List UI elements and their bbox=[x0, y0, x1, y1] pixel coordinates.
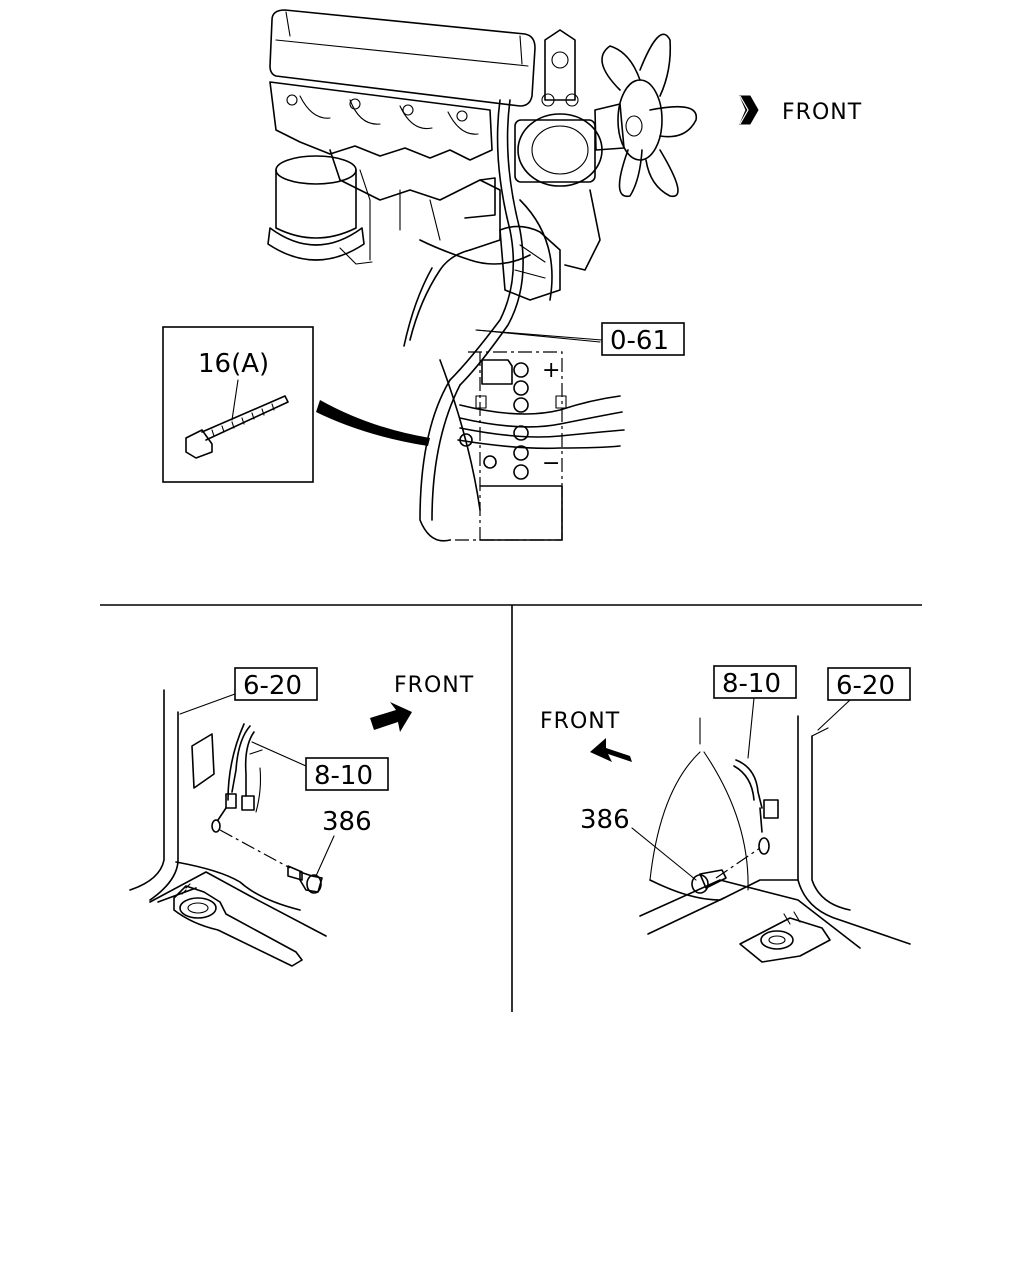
engine-assembly bbox=[267, 9, 697, 301]
front-label-top: FRONT bbox=[782, 100, 862, 125]
callout-8-10-left: 8-10 bbox=[314, 761, 373, 791]
battery-negative-label: − bbox=[542, 451, 561, 476]
front-direction-arrow-top: FRONT bbox=[739, 95, 862, 125]
cooling-fan bbox=[594, 33, 697, 198]
bolt-386-right bbox=[691, 869, 727, 894]
front-label-left: FRONT bbox=[394, 673, 474, 698]
inset-cable-tie: 16(A) bbox=[162, 326, 430, 483]
callout-8-10-right: 8-10 bbox=[722, 669, 781, 699]
alternator bbox=[514, 29, 603, 187]
battery-positive-label: + bbox=[542, 358, 561, 383]
bolt-386-left bbox=[287, 865, 323, 894]
front-label-right: FRONT bbox=[540, 709, 620, 734]
bolt-386-right-label: 386 bbox=[580, 805, 630, 835]
callout-6-20-left: 6-20 bbox=[243, 671, 302, 701]
battery: + − bbox=[450, 351, 625, 541]
front-arrow-right bbox=[590, 738, 632, 762]
callout-0-61-text: 0-61 bbox=[610, 326, 669, 356]
right-ground-view: 386 8-10 6-20 FRONT bbox=[540, 665, 911, 963]
part-16a-label: 16(A) bbox=[198, 349, 269, 379]
battery-cable-harness bbox=[403, 99, 601, 542]
front-arrow-left bbox=[370, 702, 412, 732]
left-ground-view: 386 6-20 8-10 FRONT bbox=[129, 667, 474, 967]
callout-6-20-right: 6-20 bbox=[836, 671, 895, 701]
callout-harness-0-61: 0-61 bbox=[475, 322, 685, 356]
bolt-386-left-label: 386 bbox=[322, 807, 372, 837]
oil-filter bbox=[267, 155, 373, 265]
